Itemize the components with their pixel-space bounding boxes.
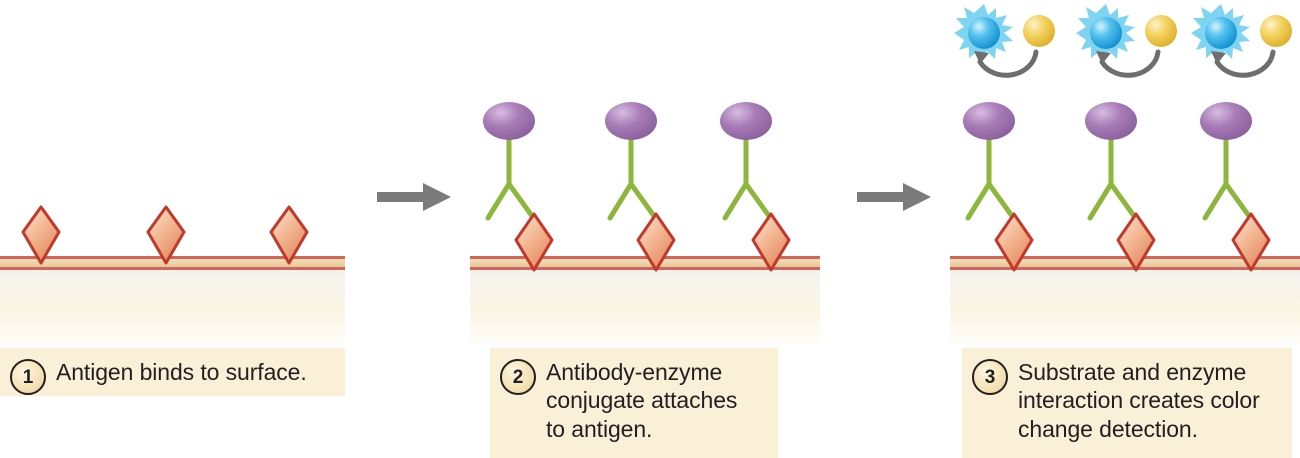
step-badge: 3 (972, 359, 1008, 395)
caption-step-3: 3 Substrate and enzyme interaction creat… (962, 348, 1292, 458)
caption-step-1: 1 Antigen binds to surface. (0, 348, 345, 396)
microplate-well (0, 258, 345, 348)
caption-text: Antigen binds to surface. (56, 359, 307, 385)
antigen-shape (145, 204, 187, 266)
step-arrow-right-icon (857, 181, 933, 213)
surface-line-bottom (950, 267, 1300, 270)
surface-line-top (470, 256, 820, 259)
caption-text: Substrate and enzyme interaction creates… (1018, 359, 1260, 442)
step-badge: 2 (500, 359, 536, 395)
antibody-enzyme-conjugate (1195, 98, 1291, 273)
substrate-product-reaction (1076, 2, 1192, 94)
panel-antigen-binding (0, 0, 345, 458)
panel-substrate-reaction (950, 0, 1300, 458)
antibody-enzyme-conjugate (715, 98, 811, 273)
surface-band (0, 259, 345, 267)
caption-step-2: 2 Antibody-enzyme conjugate attaches to … (490, 348, 778, 458)
antibody-enzyme-conjugate (958, 98, 1054, 273)
panel-antibody-conjugate (470, 0, 820, 458)
plate-surface (0, 256, 345, 270)
substrate-product-reaction (954, 2, 1070, 94)
microplate-well (950, 258, 1300, 348)
antigen-shape (20, 204, 62, 266)
surface-line-top (950, 256, 1300, 259)
surface-line-top (0, 256, 345, 259)
surface-band (950, 259, 1300, 267)
caption-text: Antibody-enzyme conjugate attaches to an… (546, 359, 738, 442)
antibody-enzyme-conjugate (478, 98, 574, 273)
substrate-product-reaction (1191, 2, 1300, 94)
antigen-shape (268, 204, 310, 266)
surface-line-bottom (470, 267, 820, 270)
step-arrow-right-icon (377, 181, 453, 213)
surface-line-bottom (0, 267, 345, 270)
antibody-enzyme-conjugate (1080, 98, 1176, 273)
plate-surface (470, 256, 820, 270)
microplate-well (470, 258, 820, 348)
plate-surface (950, 256, 1300, 270)
step-badge: 1 (10, 359, 46, 395)
surface-band (470, 259, 820, 267)
antibody-enzyme-conjugate (600, 98, 696, 273)
